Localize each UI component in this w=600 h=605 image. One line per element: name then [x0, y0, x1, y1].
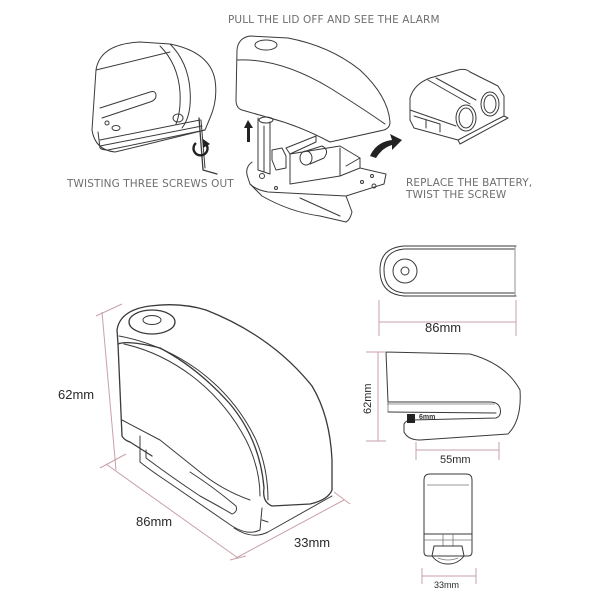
side-view-drawing — [366, 351, 521, 460]
main-width-dimension: 33mm — [294, 535, 331, 550]
side-view-pin-dimension: 6mm — [419, 414, 436, 421]
caption-twist-screws: TWISTING THREE SCREWS OUT — [67, 178, 234, 190]
main-isometric-drawing — [95, 303, 351, 561]
front-view-drawing — [421, 473, 477, 584]
step1-lock-illustration — [91, 41, 217, 153]
main-height-dimension: 62mm — [58, 387, 95, 402]
curved-arrow-icon — [370, 134, 402, 158]
caption-pull-lid: PULL THE LID OFF AND SEE THE ALARM — [228, 14, 440, 26]
main-length-dimension: 86mm — [136, 514, 173, 529]
side-view-slot-dimension: 55mm — [440, 454, 471, 466]
caption-replace-battery-line2: TWIST THE SCREW — [406, 189, 507, 201]
top-view-length-dimension: 86mm — [425, 320, 462, 335]
top-view-drawing — [378, 245, 517, 336]
step2-open-lock-illustration — [235, 35, 391, 223]
rotate-arrow-icon — [192, 139, 210, 157]
side-view-height-dimension: 62mm — [362, 383, 374, 414]
caption-replace-battery-line1: REPLACE THE BATTERY, — [406, 177, 533, 189]
step3-battery-holder-illustration — [409, 68, 509, 145]
front-view-width-dimension: 33mm — [434, 580, 460, 590]
